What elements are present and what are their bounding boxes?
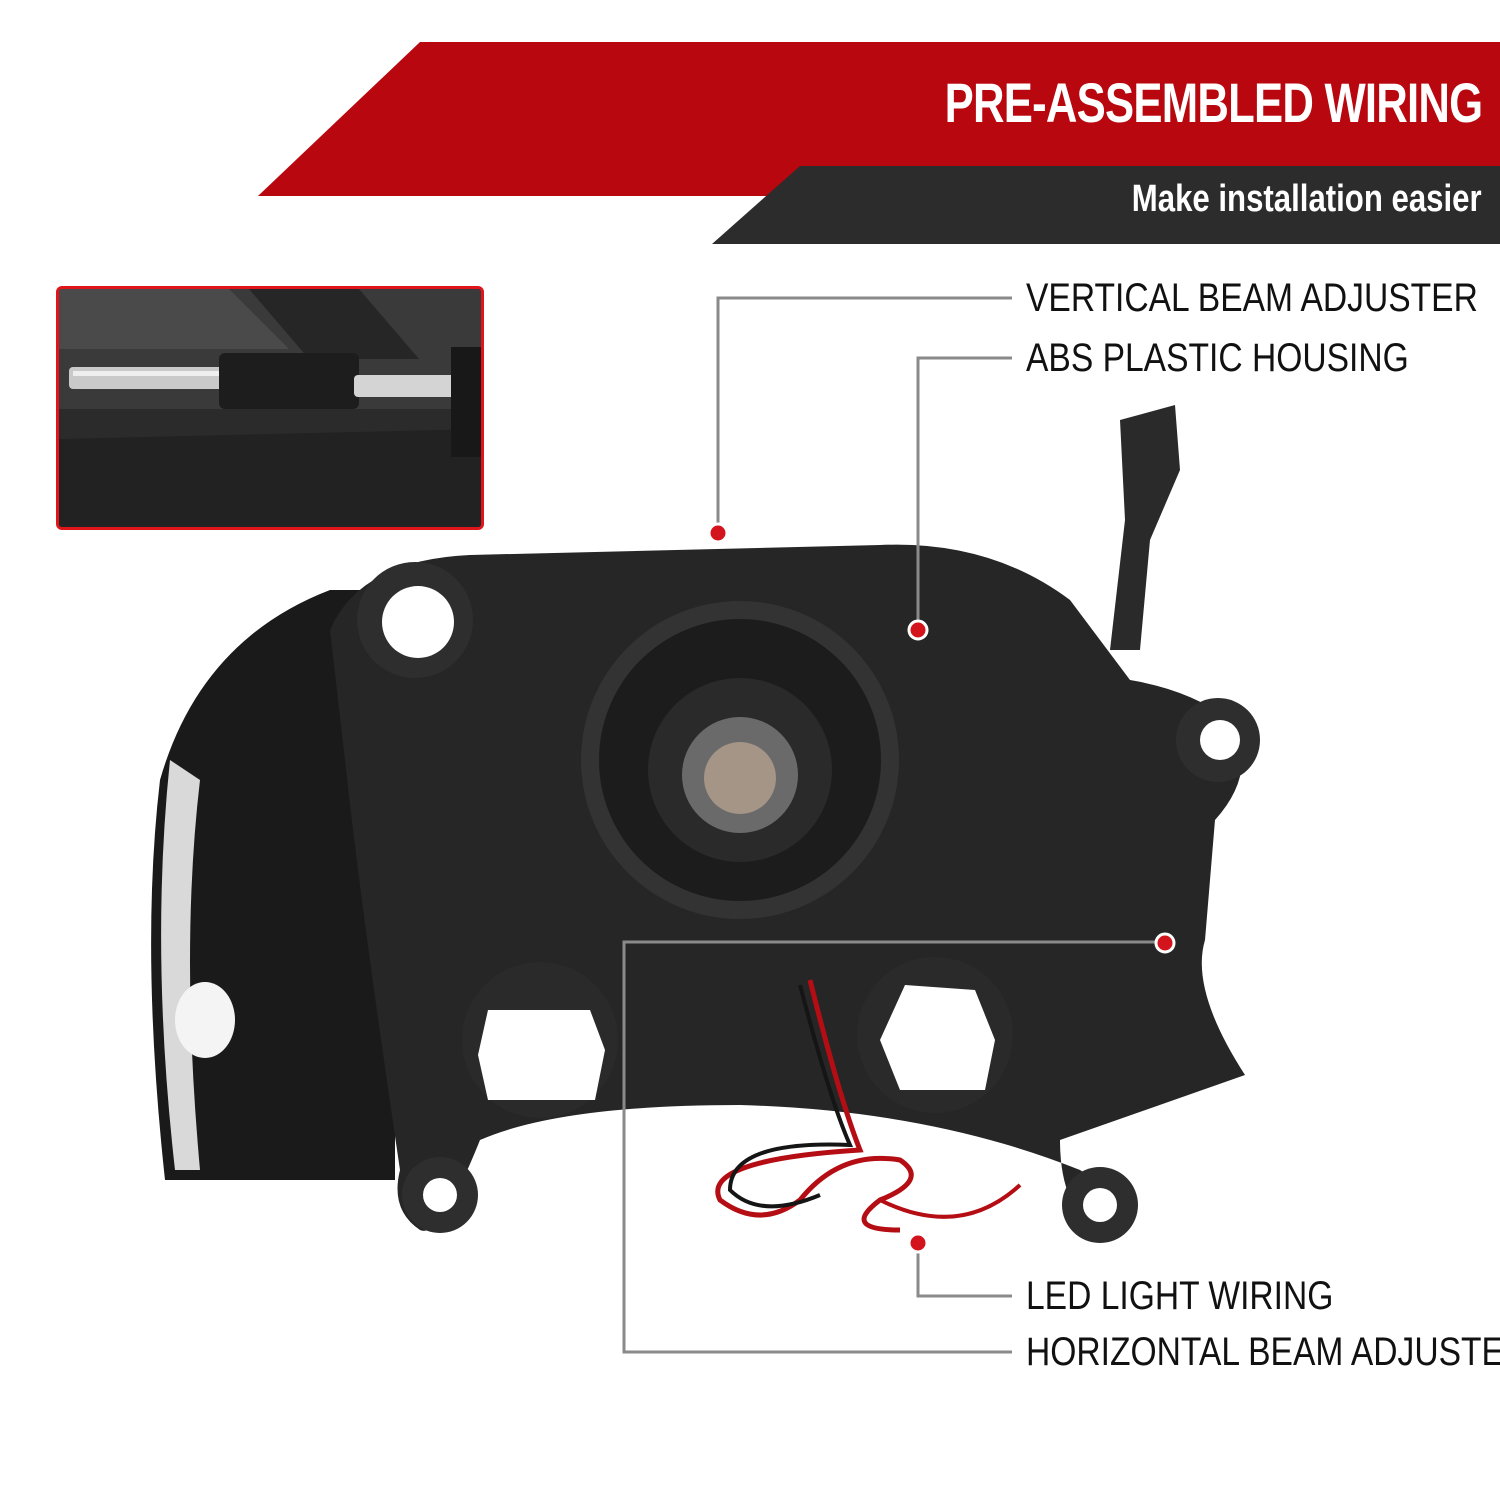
callout-dot-housing [907, 619, 929, 641]
callout-label-horizontal-beam: HORIZONTAL BEAM ADJUSTER [1026, 1330, 1500, 1374]
adjuster-closeup-inset [56, 286, 484, 530]
page-title: PRE-ASSEMBLED WIRING [944, 71, 1482, 134]
callout-line-vertical [716, 296, 1012, 530]
callout-line-led [916, 1245, 1012, 1298]
callout-label-abs-housing: ABS PLASTIC HOUSING [1026, 336, 1409, 380]
page-subtitle: Make installation easier [1132, 178, 1482, 220]
adjuster-screw-closeup-icon [59, 289, 481, 527]
subtitle-banner [712, 166, 1500, 244]
callout-dot-vertical [707, 522, 729, 544]
callout-label-vertical-beam: VERTICAL BEAM ADJUSTER [1026, 276, 1478, 320]
callout-line-horizontal [622, 940, 1165, 1354]
title-banner [258, 42, 1500, 196]
callout-label-led-wiring: LED LIGHT WIRING [1026, 1274, 1334, 1318]
callout-dot-led [907, 1232, 929, 1254]
callout-dot-horizontal [1154, 932, 1176, 954]
callout-line-housing [916, 356, 1012, 628]
